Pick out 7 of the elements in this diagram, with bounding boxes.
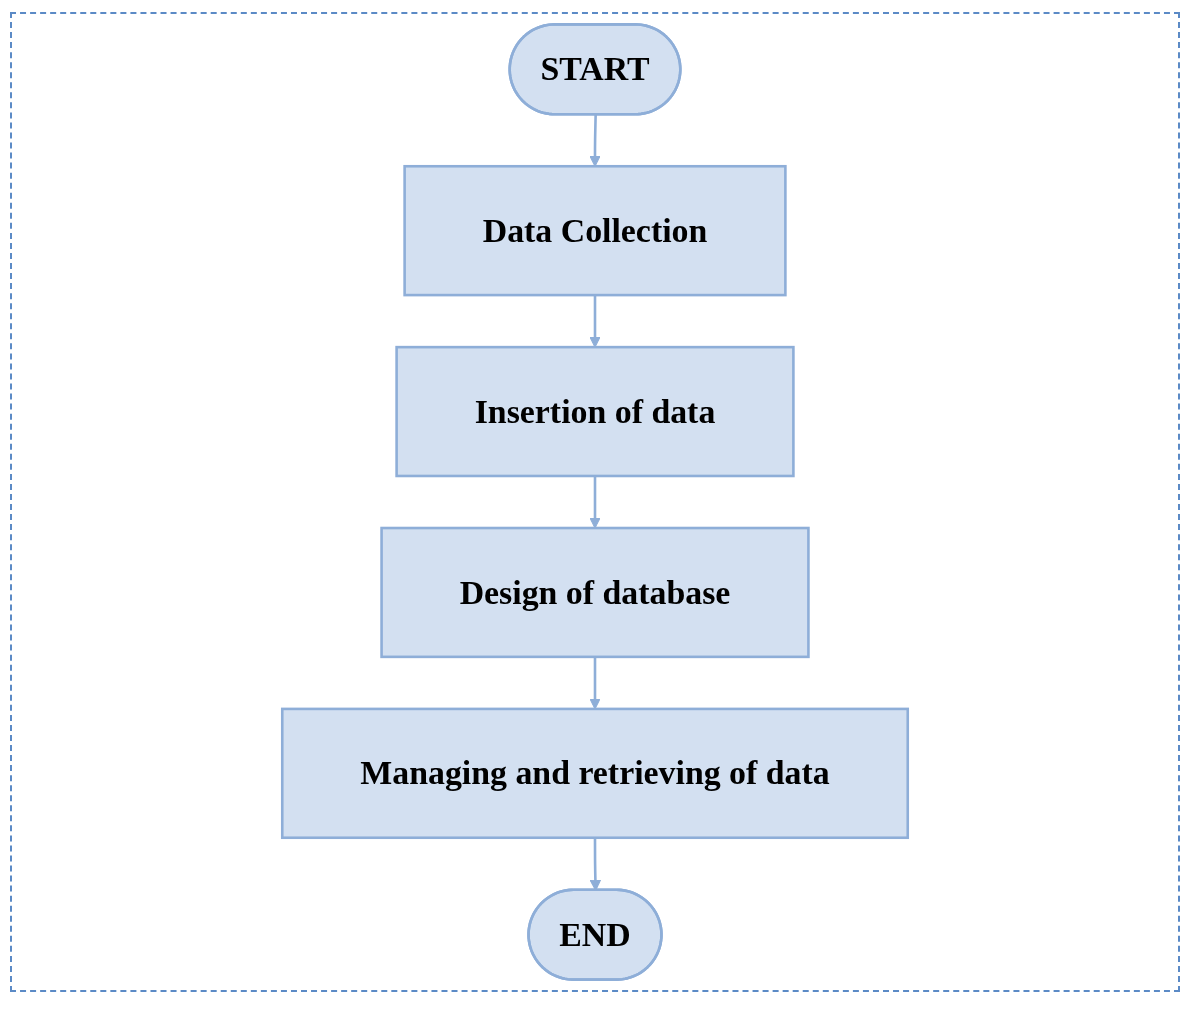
node-box: Data Collection — [403, 164, 787, 297]
node-box: Insertion of data — [395, 345, 795, 478]
node-box: Managing and retrieving of data — [280, 707, 910, 840]
node-box: Design of database — [380, 526, 810, 659]
arrow — [589, 475, 601, 529]
arrow — [589, 295, 601, 348]
arrow — [589, 114, 601, 167]
